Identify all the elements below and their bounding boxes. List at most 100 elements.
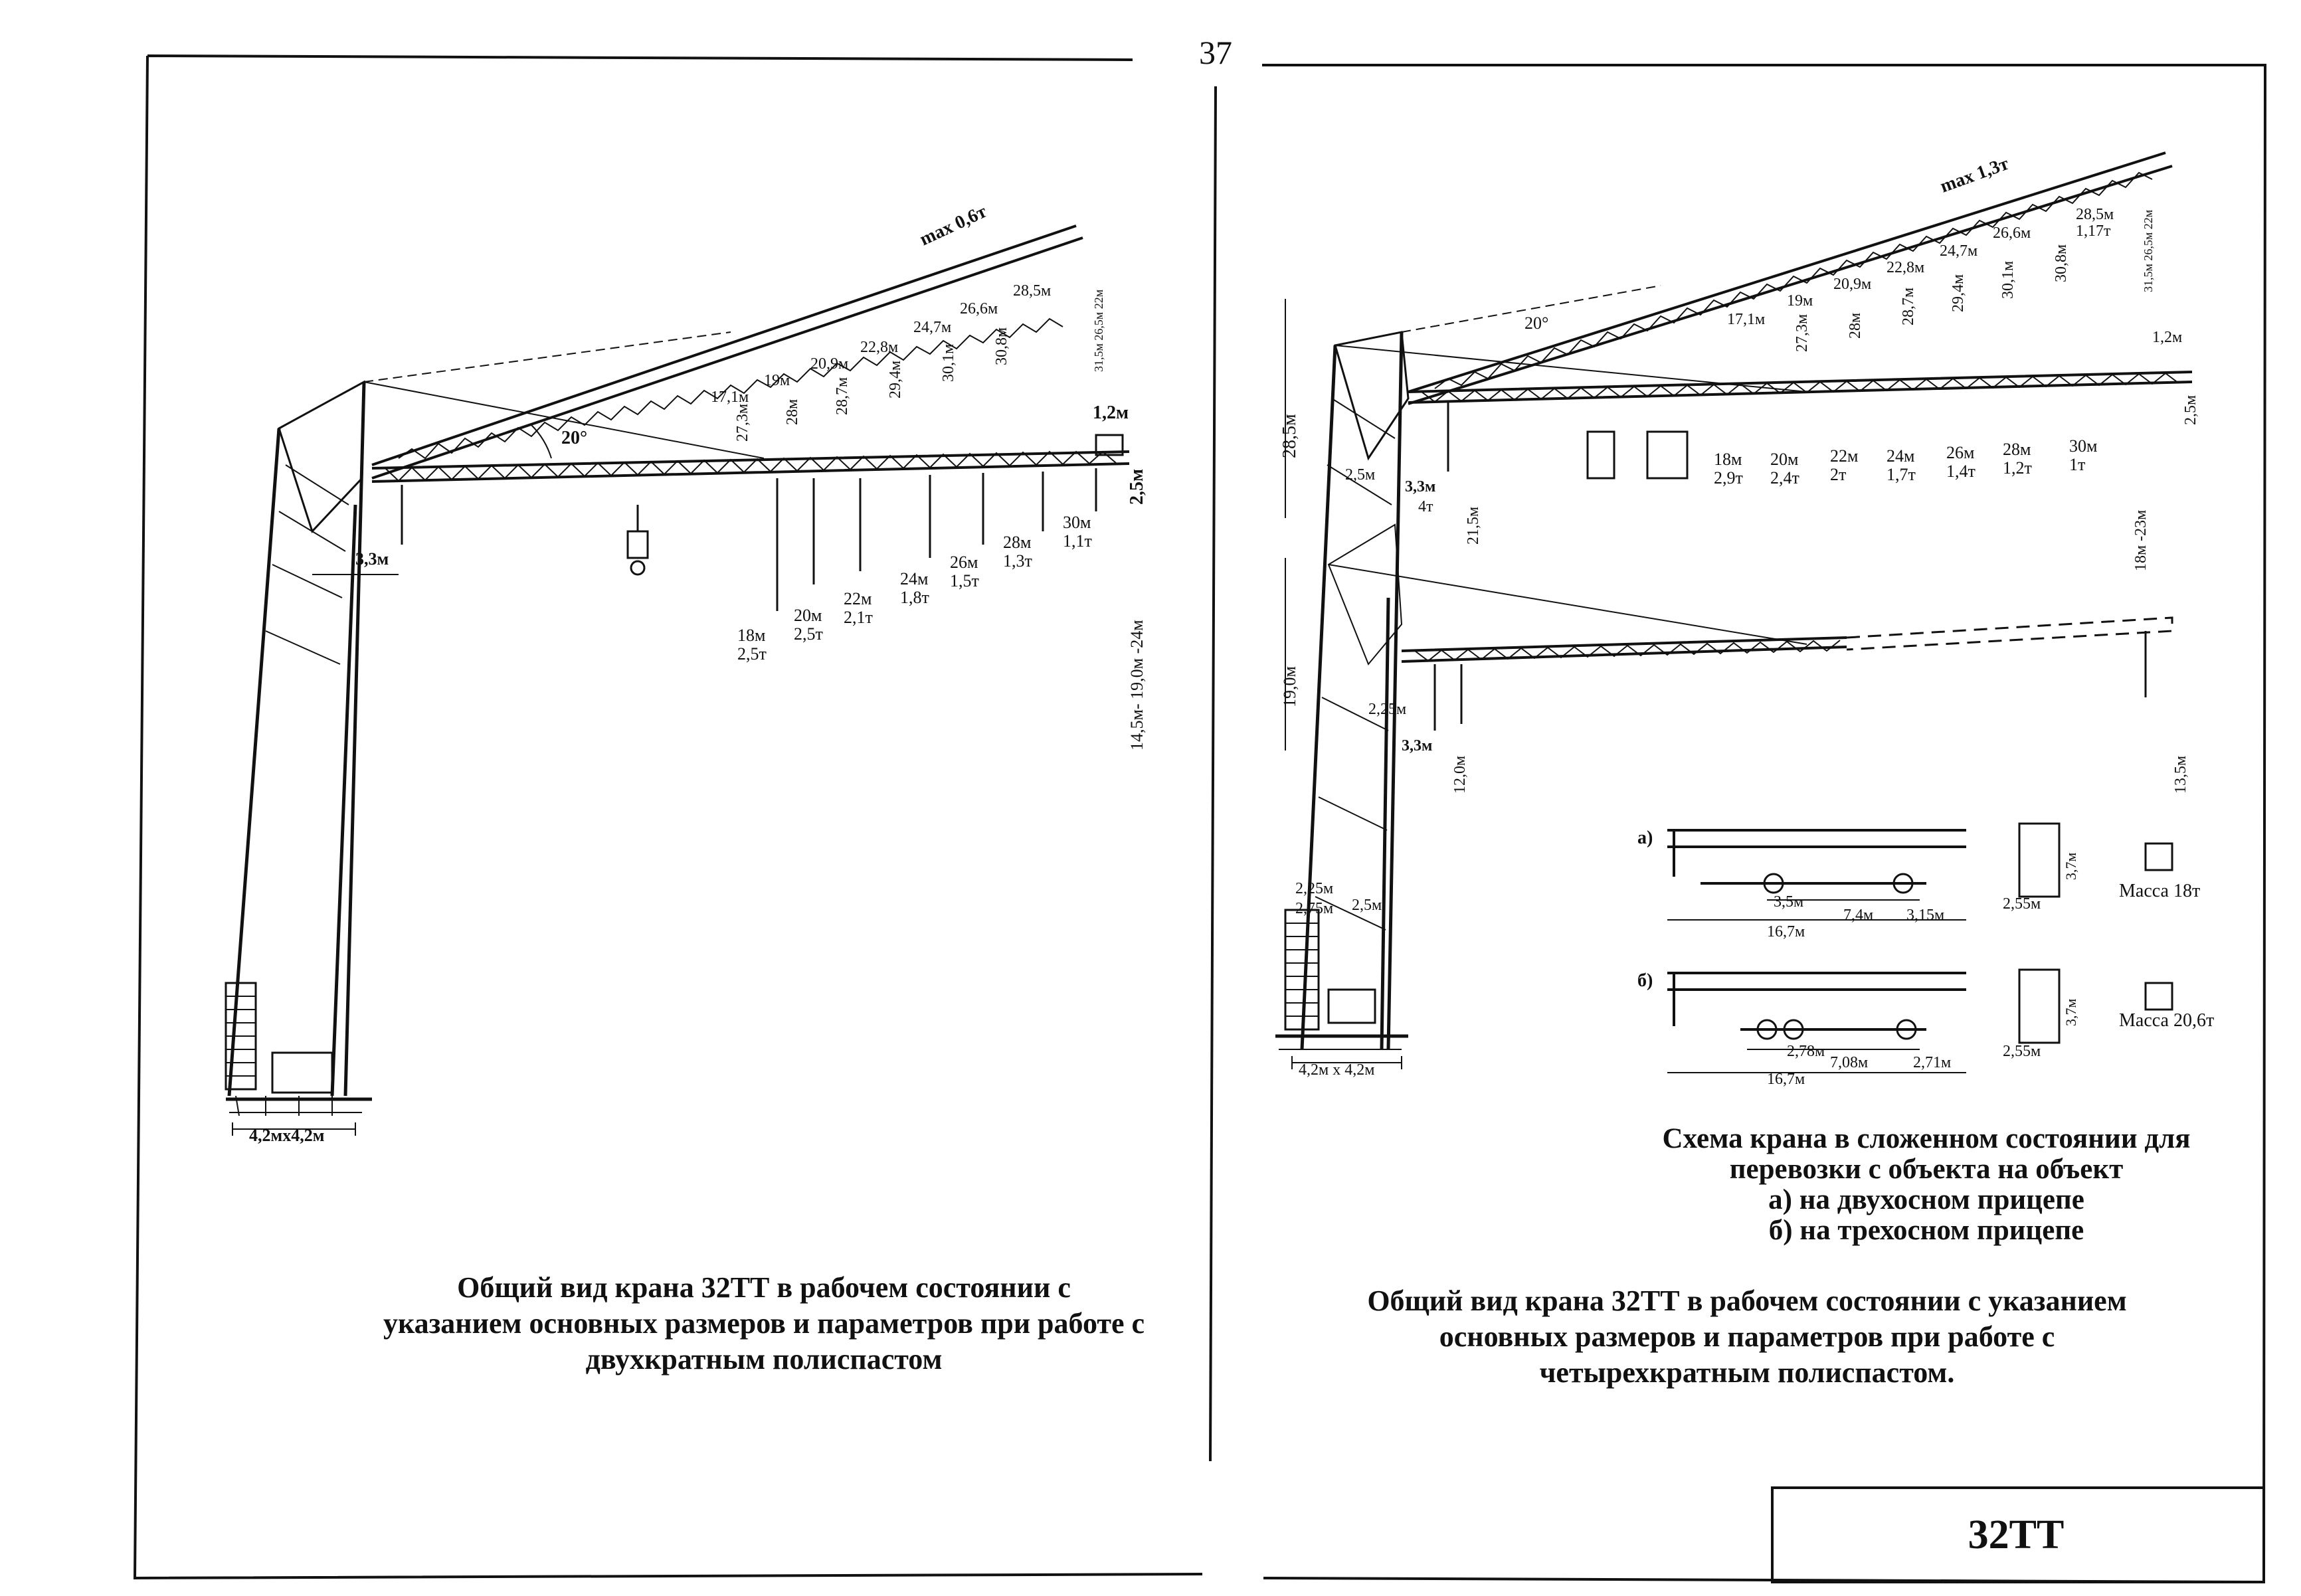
transport-caption-line-2: а) на двухосном прицепе [1768,1184,2084,1215]
transport-b-drawing [1667,968,2173,1073]
right-horizontal-loads: 18м 2,9т 20м 2,4т 22м 2т 24м 1,7т 26м 1,… [1714,436,2097,488]
left-incl-h-2: 28,7м [834,377,851,415]
right-hl-load-2: 2т [1830,465,1846,484]
left-incl-h-1: 28м [784,399,801,425]
left-inclined-reach: 17,1м 19м 20,9м 22,8м 24,7м 26,6м 28,5м [711,282,1051,406]
left-caption-line-0: Общий вид крана 32ТТ в рабочем состоянии… [457,1271,1071,1304]
page-number: 37 [1199,34,1232,71]
left-incl-h-3: 29,4м [887,361,904,399]
left-incl-reach-4: 24,7м [913,319,951,336]
right-incl-h-1: 28м [1847,313,1864,339]
right-incl-h-3: 29,4м [1950,274,1967,312]
left-incl-reach-2: 20,9м [810,355,848,373]
right-mid-hook-height: 12,0м [1451,756,1469,794]
right-incl-h-4: 30,1м [1999,261,2017,299]
transport-caption: Схема крана в сложенном состоянии для пе… [1528,1124,2301,1246]
transport-b-height: 3,7м [2063,999,2079,1027]
right-caption-line-0: Общий вид крана 32ТТ в рабочем состоянии… [1367,1285,2127,1317]
left-hl-reach-5: 28м [1003,533,1031,552]
left-caption-line-2: двухкратным полиспастом [585,1343,943,1375]
left-hl-load-3: 1,8т [900,588,929,607]
right-hl-load-1: 2,4т [1770,468,1799,488]
right-caption: Общий вид крана 32ТТ в рабочем состоянии… [1249,1283,2245,1391]
left-incl-h-0: 27,3м [734,404,751,442]
transport-b-mass: Масса 20,6т [2119,1010,2214,1031]
transport-a-dim-0: 3,5м [1774,893,1803,911]
left-incl-reach-0: 17,1м [711,389,749,406]
right-tip-height: 2,5м [2182,395,2199,425]
left-incl-reach-5: 26,6м [960,300,998,317]
right-upper-counter: 2,5м [1345,466,1375,484]
right-hl-reach-1: 20м [1770,450,1798,469]
transport-b-dim-0: 2,78м [1787,1043,1825,1060]
transport-caption-line-3: б) на трехосном прицепе [1768,1215,2084,1246]
left-inclined-heights: 27,3м 28м 28,7м 29,4м 30,1м 30,8м 31,5м … [734,290,1105,442]
transport-caption-line-1: перевозки с объекта на объект [1729,1154,2124,1185]
right-incl-right-heights: 31,5м 26,5м 22м [2142,210,2155,292]
right-inclined-jib [1401,151,2173,405]
right-incl-reach-1: 19м [1787,292,1813,310]
transport-a-label: а) [1637,828,1653,848]
right-incl-reach-6: 28,5м [2076,206,2114,223]
left-incl-h-5: 30,8м [993,327,1010,365]
right-hl-reach-6: 30м [2069,436,2097,456]
transport-caption-line-0: Схема крана в сложенном состоянии для [1662,1123,2191,1154]
left-hl-reach-4: 26м [950,553,978,572]
left-incl-reach-3: 22,8м [860,339,898,356]
left-incl-reach-1: 19м [764,372,790,389]
transport-a-mass: Масса 18т [2119,881,2200,901]
transport-a-width: 2,55м [2003,895,2041,913]
right-base-dim-2: 2,5м [1352,897,1382,914]
left-tip-height: 2,5м [1127,469,1147,505]
right-upper-hook-height: 21,5м [1465,507,1482,545]
right-upper-jib [1335,345,2193,404]
left-caption: Общий вид крана 32ТТ в рабочем состоянии… [199,1270,1329,1377]
transport-b-dim-3: 16,7м [1767,1071,1805,1088]
transport-a-dim-3: 16,7м [1767,923,1805,940]
right-hl-load-3: 1,7т [1887,465,1916,484]
left-incl-reach-6: 28,5м [1013,282,1051,300]
left-max-load: max 0,6т [917,201,990,250]
right-incl-load: 1,17т [2076,222,2111,240]
right-inclined-heights: 27,3м 28м 28,7м 29,4м 30,1м 30,8м 31,5м … [1794,210,2155,352]
right-total-height: 28,5м [1279,414,1300,458]
left-incl-right-heights: 31,5м 26,5м 22м [1092,290,1105,372]
left-crane-tower [225,380,372,1116]
right-mid-jib-offset: 3,3м [1402,737,1432,754]
right-incl-reach-4: 24,7м [1940,242,1978,260]
transport-b-width: 2,55м [2003,1043,2041,1060]
left-hl-load-6: 1,1т [1063,531,1092,551]
transport-b-dim-2: 2,71м [1913,1054,1951,1071]
right-base-dim-0: 2,25м [1295,880,1333,897]
right-crane-tower [1275,331,1410,1050]
left-frame [133,54,1217,1580]
right-far-hook-height: 13,5м [2172,756,2189,794]
right-hl-reach-2: 22м [1830,446,1858,466]
right-hl-load-5: 1,2т [2003,458,2032,478]
right-tip-width: 1,2м [2152,329,2182,346]
right-max-load: max 1,3т [1938,153,2011,197]
left-hooks [401,468,1097,611]
left-caption-line-1: указанием основных размеров и параметров… [383,1307,1145,1340]
right-base-dim-1: 2,75м [1295,900,1333,917]
left-hl-reach-1: 20м [794,606,822,625]
right-angle: 20° [1524,313,1548,333]
right-hl-load-4: 1,4т [1946,462,1976,481]
right-incl-reach-5: 26,6м [1993,224,2031,242]
right-caption-line-1: основных размеров и параметров при работ… [1439,1320,2055,1353]
left-hl-load-1: 2,5т [794,624,823,644]
right-incl-reach-3: 22,8м [1887,259,1924,276]
transport-a-drawing [1667,822,2173,921]
right-incl-h-5: 30,8м [2053,244,2070,282]
right-incl-h-0: 27,3м [1794,314,1811,352]
left-hl-load-0: 2,5т [737,644,767,664]
right-mid-counter: 2,25м [1368,701,1406,718]
left-hl-load-2: 2,1т [844,608,873,627]
right-base-dim [1291,1056,1402,1069]
right-incl-reach-2: 20,9м [1833,276,1871,293]
left-base-dim [232,1122,356,1136]
transport-b-label: б) [1637,970,1653,991]
right-hl-reach-3: 24м [1887,446,1914,466]
left-hl-load-5: 1,3т [1003,551,1032,571]
right-hook-range: 18м -23м [2132,510,2150,571]
